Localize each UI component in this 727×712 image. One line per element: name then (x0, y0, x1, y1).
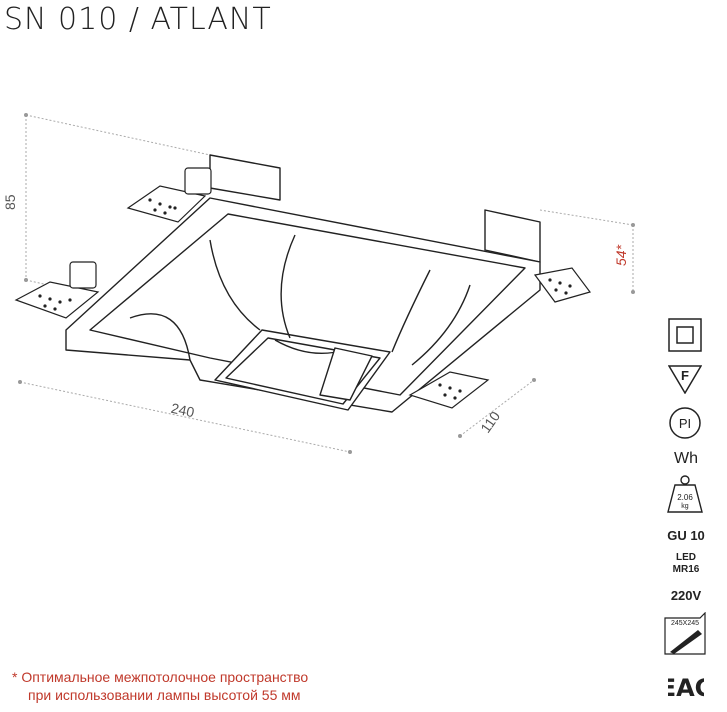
product-title: SN 010 / ATLANT (4, 2, 272, 37)
eac-icon: EAC (668, 674, 704, 702)
svg-text:PI: PI (679, 416, 691, 431)
bracket-holes (38, 198, 572, 400)
ingress-icon: PI (669, 407, 701, 439)
svg-text:kg: kg (681, 503, 689, 510)
footnote: * Оптимальное межпотолочное пространство… (12, 668, 308, 704)
lamp-type-line2: MR16 (672, 564, 700, 575)
dimension-height: 85 (2, 194, 18, 210)
flammability-icon: F (668, 365, 702, 394)
cutout-saw-icon: 245X245 (664, 612, 706, 655)
footnote-line1: * Оптимальное межпотолочное пространство (12, 669, 309, 685)
weight-icon: 2.06 kg (667, 475, 703, 513)
spring-clamps (69, 167, 212, 289)
footnote-line2: при использовании лампы высотой 55 мм (28, 687, 301, 703)
square-in-square-icon (668, 318, 702, 352)
svg-text:2.06: 2.06 (677, 493, 693, 502)
lamp-type-line1: LED (676, 552, 696, 563)
mounting-brackets (14, 185, 592, 409)
voltage: 220V (670, 588, 702, 603)
dimension-dots (18, 113, 635, 454)
socket-type: GU 10 (667, 528, 705, 543)
svg-text:F: F (681, 368, 689, 383)
dimension-cavity: 54* (613, 244, 629, 266)
color-code: Wh (674, 450, 698, 467)
svg-text:245X245: 245X245 (671, 620, 699, 627)
fixture-body (65, 154, 541, 413)
svg-text:EAC: EAC (668, 674, 704, 702)
